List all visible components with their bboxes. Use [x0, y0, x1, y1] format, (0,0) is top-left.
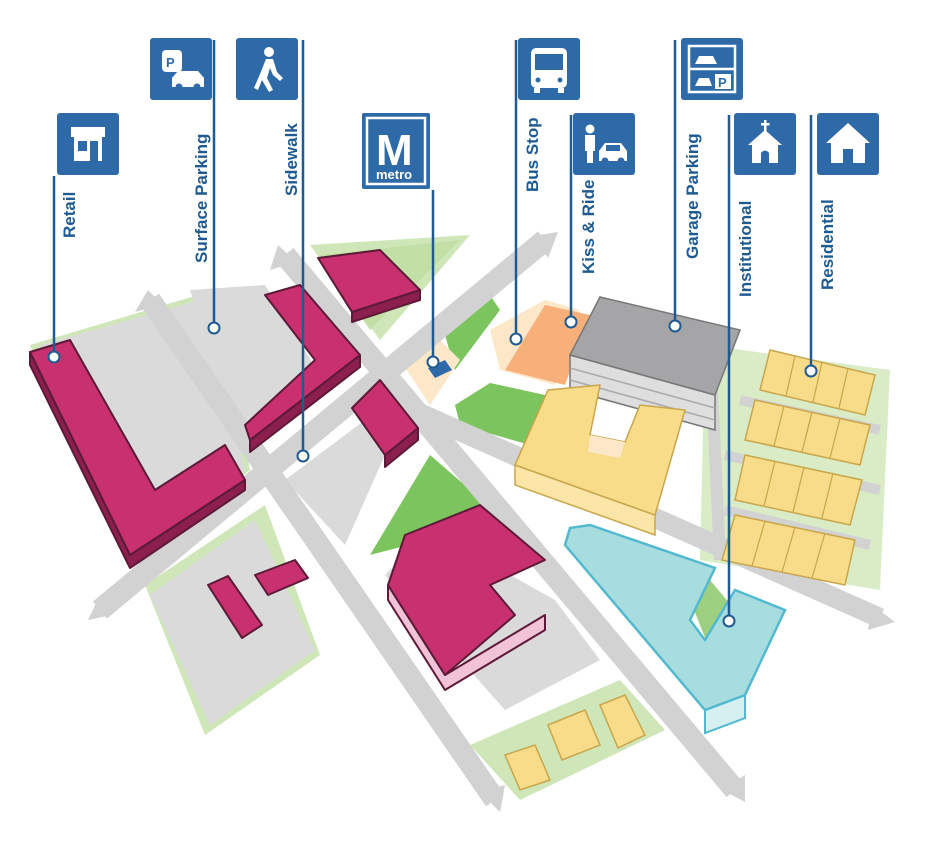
divider — [785, 355, 796, 397]
arrow-ne — [533, 232, 558, 258]
callout-dot-sidewalk — [296, 449, 310, 463]
divider — [781, 526, 796, 573]
callout-dot-garage-parking — [668, 319, 682, 333]
callout-dot-residential — [804, 364, 818, 378]
callout-labels: Retail Surface Parking Sidewalk Bus Stop… — [60, 117, 837, 297]
park-triangle-center — [370, 455, 505, 555]
retail-building-large — [387, 504, 546, 676]
callout-dot-bus-stop — [509, 332, 523, 346]
parking-car-icon: P — [150, 38, 212, 100]
callout-dot-surface-parking — [207, 321, 221, 335]
divider — [829, 417, 841, 459]
arrow-sw — [88, 595, 112, 620]
callout-dot-institutional — [722, 614, 736, 628]
metro-m-letter: M — [376, 126, 413, 175]
road-arrows — [88, 232, 895, 812]
retail-building-sw1 — [207, 575, 263, 639]
divider — [801, 411, 813, 453]
arrow-e — [868, 605, 895, 630]
divider — [812, 361, 823, 403]
road-n-s — [276, 247, 744, 798]
label-institutional: Institutional — [736, 201, 755, 297]
divider — [751, 520, 766, 567]
arrow-se — [722, 775, 745, 802]
callout-dots — [47, 315, 818, 628]
church-icon — [734, 113, 796, 175]
callout-lines — [52, 40, 813, 620]
divider — [773, 405, 785, 447]
divider — [838, 367, 849, 409]
retail-building-l — [29, 339, 246, 556]
callout-dot-metro — [426, 355, 440, 369]
townhouse-south-2 — [547, 709, 601, 761]
buildings-layer — [29, 249, 546, 691]
divider — [792, 466, 805, 513]
divider — [811, 532, 826, 579]
divider — [763, 460, 776, 507]
townhouse-south-1 — [503, 744, 552, 791]
garage-p-glyph: P — [718, 75, 727, 90]
arrow-s — [480, 785, 505, 812]
pedestrian-icon — [236, 38, 298, 100]
park-strip-metro — [445, 295, 500, 370]
label-surface-parking: Surface Parking — [192, 134, 211, 263]
road-nw-se — [140, 293, 505, 807]
metro-word: metro — [376, 167, 412, 182]
label-retail: Retail — [60, 192, 79, 238]
label-garage-parking: Garage Parking — [683, 133, 702, 259]
road-ne-sw — [92, 231, 553, 619]
metro-logo-icon: M metro — [362, 113, 430, 189]
retail-building-mid — [351, 379, 419, 456]
arrow-nw — [135, 290, 163, 312]
townhouse-dividers — [751, 355, 849, 579]
storefront-icon — [57, 113, 119, 175]
house-icon — [817, 113, 879, 175]
arrow-n — [270, 245, 296, 270]
parking-garage-icon: P — [681, 38, 743, 100]
retail-building-chevron — [244, 284, 361, 441]
lot-surface-parking — [190, 285, 320, 455]
bus-icon — [518, 38, 580, 100]
townhouse-row-2 — [744, 399, 871, 466]
label-kiss-ride: Kiss & Ride — [579, 180, 598, 274]
garage-floor-line — [569, 367, 716, 409]
garage-roof — [568, 296, 742, 396]
parking-p-glyph: P — [166, 55, 175, 70]
institutional-building — [563, 523, 787, 735]
townhouse-south-3 — [599, 694, 647, 750]
metro-entrance — [428, 360, 452, 378]
residential-u-building — [513, 384, 686, 537]
lot-sidewalk — [285, 420, 385, 545]
label-sidewalk: Sidewalk — [282, 123, 301, 196]
callout-dot-kiss-ride — [564, 315, 578, 329]
retail-building-sw2 — [254, 559, 309, 596]
divider — [821, 472, 834, 519]
label-residential: Residential — [818, 199, 837, 290]
label-bus-stop: Bus Stop — [523, 117, 542, 192]
institutional-roof — [563, 523, 787, 712]
person-car-icon — [573, 113, 635, 175]
callout-dot-retail — [47, 350, 61, 364]
residential-u-courtyard — [588, 435, 625, 458]
retail-building-north — [317, 249, 421, 313]
